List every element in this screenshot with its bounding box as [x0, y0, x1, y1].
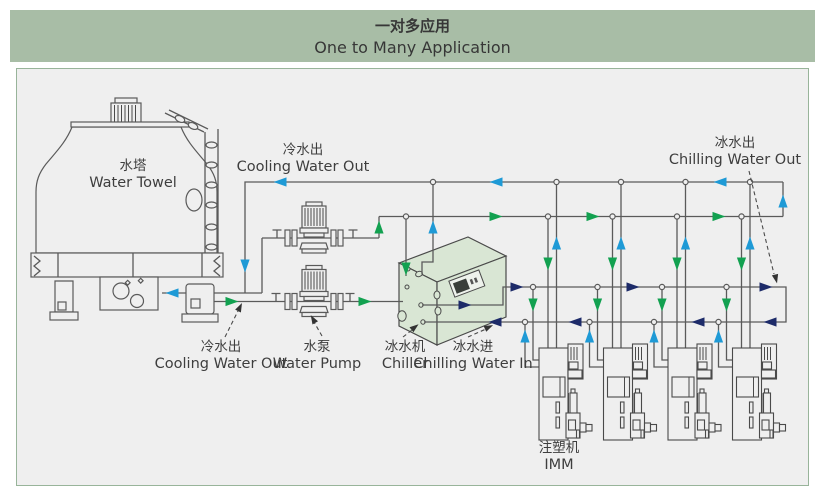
- label-cooling-water-out-top: 冷水出 Cooling Water Out: [236, 142, 370, 175]
- label-imm-en: IMM: [544, 456, 574, 473]
- label-water-tower: 水塔 Water Towel: [89, 158, 177, 191]
- label-cooling-water-out-bottom: 冷水出 Cooling Water Out: [154, 339, 288, 372]
- label-chilling-water-out-zh: 冰水出: [714, 135, 756, 151]
- label-cooling-water-out-top-en: Cooling Water Out: [236, 158, 370, 175]
- label-water-tower-zh: 水塔: [119, 158, 147, 174]
- label-water-pump: 水泵 Water Pump: [272, 339, 362, 372]
- imm-machine-2: [602, 343, 658, 441]
- banner-title-zh: 一对多应用: [374, 17, 450, 35]
- water-tower: [30, 97, 224, 323]
- label-chiller: 冰水机 Chiller: [381, 339, 429, 372]
- tower-ladder: [164, 109, 219, 258]
- label-chiller-zh: 冰水机: [384, 339, 426, 355]
- header-banner: 一对多应用 One to Many Application: [10, 10, 815, 62]
- water-pump-2: [284, 264, 344, 318]
- label-chilling-water-out: 冰水出 Chilling Water Out: [668, 135, 802, 168]
- chilled-water-pipes: [422, 286, 787, 368]
- label-chilling-water-in-zh: 冰水进: [452, 339, 494, 355]
- water-pump-1: [284, 201, 344, 254]
- label-cooling-water-out-bottom-zh: 冷水出: [200, 339, 242, 355]
- label-chiller-en: Chiller: [381, 355, 429, 372]
- chiller-display: [448, 269, 486, 298]
- label-cooling-water-out-top-zh: 冷水出: [282, 142, 324, 158]
- label-water-tower-en: Water Towel: [89, 174, 177, 191]
- chiller-unit: [397, 236, 508, 346]
- label-chilling-water-out-en: Chilling Water Out: [668, 151, 802, 168]
- imm-machine-1: [538, 343, 593, 441]
- callout-arrows: [224, 170, 781, 338]
- label-cooling-water-out-bottom-en: Cooling Water Out: [154, 355, 288, 372]
- label-imm: 注塑机 IMM: [538, 440, 580, 473]
- label-chilling-water-in-en: Chilling Water In: [413, 355, 533, 372]
- imm-machine-4: [731, 343, 787, 441]
- pipe-junctions: [402, 178, 754, 326]
- label-imm-zh: 注塑机: [538, 440, 580, 456]
- label-water-pump-zh: 水泵: [303, 339, 331, 355]
- banner-title-en: One to Many Application: [314, 38, 511, 57]
- label-chilling-water-in: 冰水进 Chilling Water In: [413, 339, 533, 372]
- imm-machine-3: [667, 343, 722, 441]
- valve-marks: [271, 229, 358, 302]
- label-water-pump-en: Water Pump: [272, 355, 362, 372]
